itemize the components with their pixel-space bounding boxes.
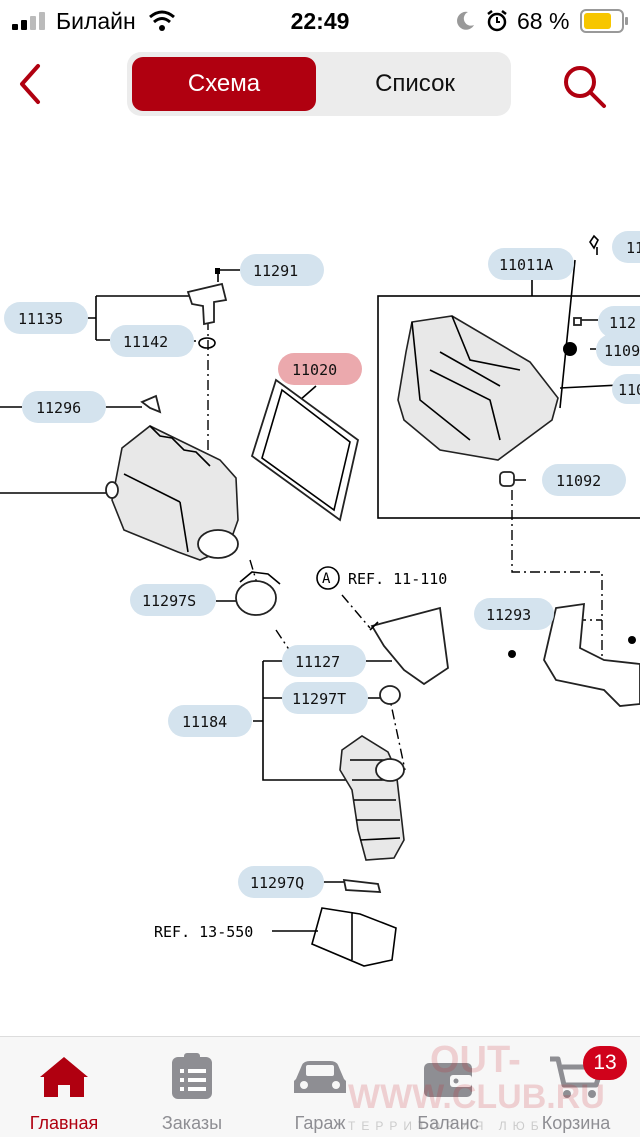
callout-letter: A: [322, 571, 331, 587]
home-icon: [40, 1057, 88, 1097]
part-label-partial[interactable]: 1109: [596, 334, 640, 366]
svg-text:11297T: 11297T: [292, 690, 346, 708]
svg-text:11291: 11291: [253, 262, 298, 280]
part-label-partial[interactable]: 112: [598, 306, 640, 338]
part-label-11297t[interactable]: 11297T: [282, 682, 368, 714]
part-label-11291[interactable]: 11291: [240, 254, 324, 286]
part-label-11135[interactable]: 11135: [4, 302, 88, 334]
svg-text:WWW.CLUB.RU: WWW.CLUB.RU: [348, 1078, 605, 1116]
car-icon: [294, 1061, 346, 1093]
tab-orders[interactable]: Заказы: [128, 1037, 256, 1137]
tab-garage[interactable]: Гараж: [256, 1037, 384, 1137]
part-label-11296[interactable]: 11296: [22, 391, 106, 423]
part-label-partial[interactable]: 11: [612, 231, 640, 263]
battery-percent: 68 %: [517, 8, 570, 34]
signal-icon: [12, 12, 45, 30]
svg-text:11296: 11296: [36, 399, 81, 417]
view-mode-segmented-control: Схема Список: [127, 52, 511, 116]
screw-part: [215, 268, 220, 282]
cart-badge: 13: [583, 1046, 627, 1080]
svg-text:OUT-: OUT-: [430, 1039, 521, 1081]
alarm-icon: [487, 10, 507, 32]
airflow-sensor-part: [186, 282, 228, 326]
tab-balance-label: Баланс: [417, 1113, 479, 1133]
svg-text:1109: 1109: [618, 381, 640, 399]
svg-text:11184: 11184: [182, 713, 227, 731]
part-label-11020[interactable]: 11020: [278, 353, 362, 385]
svg-text:11297S: 11297S: [142, 592, 196, 610]
svg-text:11092: 11092: [556, 472, 601, 490]
air-cleaner-case-part: [105, 425, 239, 561]
carrier-name: Билайн: [56, 8, 136, 34]
air-hose-part: [339, 735, 405, 861]
tab-orders-label: Заказы: [161, 1113, 223, 1133]
reference-13-550[interactable]: REF. 13-550: [154, 923, 253, 941]
svg-text:11135: 11135: [18, 310, 63, 328]
watermark: OUT- WWW.CLUB.RU ТЕРРИТОРИЯ ЛЮБ: [348, 1039, 605, 1133]
navigation-bar: [0, 44, 640, 128]
svg-text:11011A: 11011A: [499, 256, 553, 274]
part-label-11127[interactable]: 11127: [282, 645, 366, 677]
back-button[interactable]: [12, 60, 46, 108]
part-label-11293[interactable]: 11293: [474, 598, 554, 630]
svg-text:11293: 11293: [486, 606, 531, 624]
wallet-icon: [424, 1063, 472, 1097]
segment-list[interactable]: Список: [375, 70, 455, 97]
part-label-11142[interactable]: 11142: [110, 325, 194, 357]
part-label-11297q[interactable]: 11297Q: [238, 866, 324, 898]
tab-cart-label: Корзина: [541, 1113, 611, 1133]
clock: 22:49: [290, 8, 350, 34]
svg-text:11127: 11127: [295, 653, 340, 671]
wifi-icon: [149, 10, 175, 31]
tab-garage-label: Гараж: [294, 1113, 346, 1133]
parts-diagram: .ln { stroke:#000; stroke-width:1.6; fil…: [0, 231, 640, 967]
bracket-part: [508, 602, 640, 707]
search-icon: [564, 66, 606, 108]
svg-text:ТЕРРИТОРИЯ ЛЮБ: ТЕРРИТОРИЯ ЛЮБ: [348, 1119, 545, 1133]
svg-text:112: 112: [609, 314, 636, 332]
clipboard-icon: [172, 1053, 212, 1099]
svg-text:11020: 11020: [292, 361, 337, 379]
svg-text:11297Q: 11297Q: [250, 874, 304, 892]
intake-duct-part: [369, 606, 449, 686]
svg-text:1109: 1109: [604, 342, 640, 360]
tab-home[interactable]: Главная: [0, 1037, 128, 1137]
chevron-left-icon: [20, 64, 40, 104]
part-label-11297s[interactable]: 11297S: [130, 584, 216, 616]
battery-icon: [580, 9, 628, 33]
tab-balance[interactable]: Баланс: [384, 1037, 512, 1137]
air-filter-part: [250, 378, 360, 522]
part-label-11092[interactable]: 11092: [542, 464, 626, 496]
moon-icon: [457, 11, 474, 30]
tab-home-label: Главная: [29, 1113, 99, 1133]
search-button[interactable]: [560, 62, 608, 110]
tab-bar: Главная Заказы Гараж Баланс Корзина: [0, 1036, 640, 1137]
part-label-partial[interactable]: 1109: [612, 374, 640, 404]
air-cleaner-cover-part: [397, 234, 599, 487]
status-bar: Билайн 22:49 68 %: [0, 0, 640, 42]
part-label-11184[interactable]: 11184: [168, 705, 252, 737]
svg-text:11: 11: [626, 239, 640, 257]
svg-text:11142: 11142: [123, 333, 168, 351]
part-label-11011a[interactable]: 11011A: [488, 248, 574, 280]
reference-11-110[interactable]: REF. 11-110: [348, 570, 447, 588]
segment-scheme[interactable]: Схема: [132, 57, 316, 111]
